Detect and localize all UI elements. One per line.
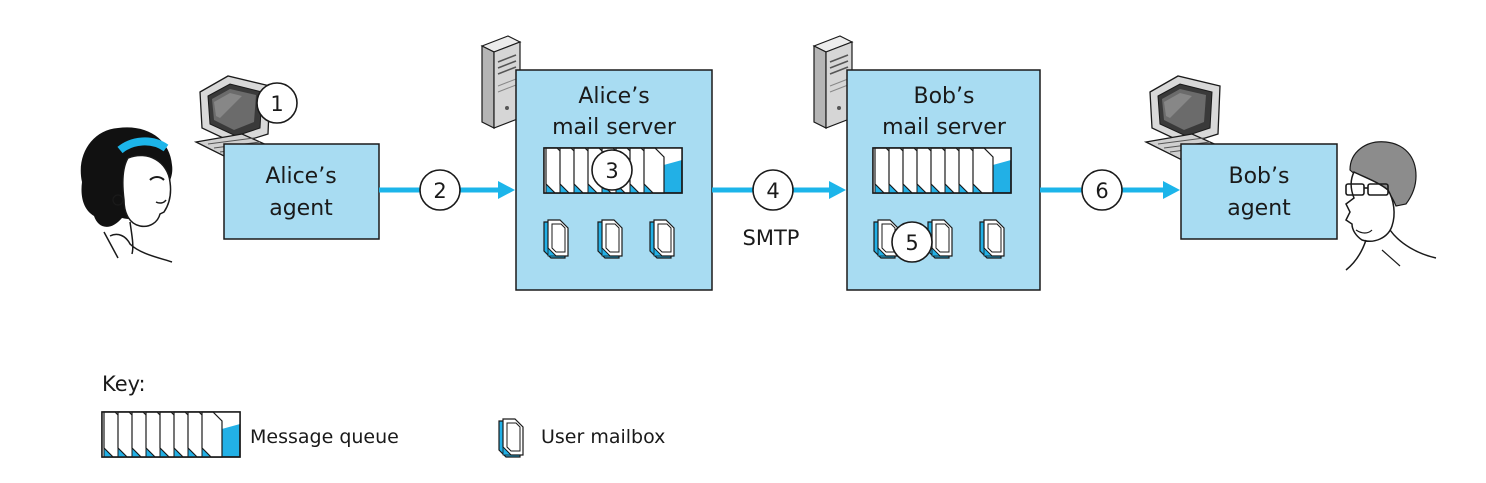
step-5: 5 <box>891 221 933 263</box>
smtp-label: SMTP <box>743 226 800 250</box>
step-5-label: 5 <box>905 231 918 255</box>
bob-agent-label-line2: agent <box>1227 196 1291 221</box>
step-3: 3 <box>591 149 633 191</box>
message-queue-icon <box>873 148 1011 193</box>
step-2-label: 2 <box>433 179 446 203</box>
key-title: Key: <box>102 372 146 396</box>
person-bob-icon <box>1345 141 1437 271</box>
user-mailbox-icon <box>543 219 569 259</box>
step-6: 6 <box>1081 169 1123 211</box>
bob-agent-box <box>1180 143 1338 240</box>
step-3-label: 3 <box>605 159 618 183</box>
alice-agent-label-line1: Alice’s <box>265 164 336 189</box>
person-alice-icon <box>80 127 173 263</box>
user-mailbox-icon <box>649 219 675 259</box>
user-mailbox-icon <box>597 219 623 259</box>
alice-server-label-line1: Alice’s <box>578 84 649 109</box>
alice-agent-label-line2: agent <box>269 196 333 221</box>
server-tower-icon <box>481 35 521 129</box>
step-2: 2 <box>419 169 461 211</box>
step-4-label: 4 <box>766 179 779 203</box>
alice-server-label-line2: mail server <box>552 115 677 140</box>
user-mailbox-icon <box>979 219 1005 259</box>
bob-agent-label-line1: Bob’s <box>1229 164 1290 189</box>
step-4: 4 <box>752 169 794 211</box>
message-queue-icon <box>102 412 240 457</box>
bob-server-label-line1: Bob’s <box>914 84 975 109</box>
key-queue-label: Message queue <box>250 426 399 448</box>
step-1: 1 <box>256 82 298 124</box>
alice-agent-box <box>223 143 380 240</box>
bob-server-label-line2: mail server <box>882 115 1007 140</box>
key-mailbox-label: User mailbox <box>541 426 665 448</box>
step-1-label: 1 <box>270 92 283 116</box>
step-6-label: 6 <box>1095 179 1108 203</box>
user-mailbox-icon <box>498 418 524 458</box>
